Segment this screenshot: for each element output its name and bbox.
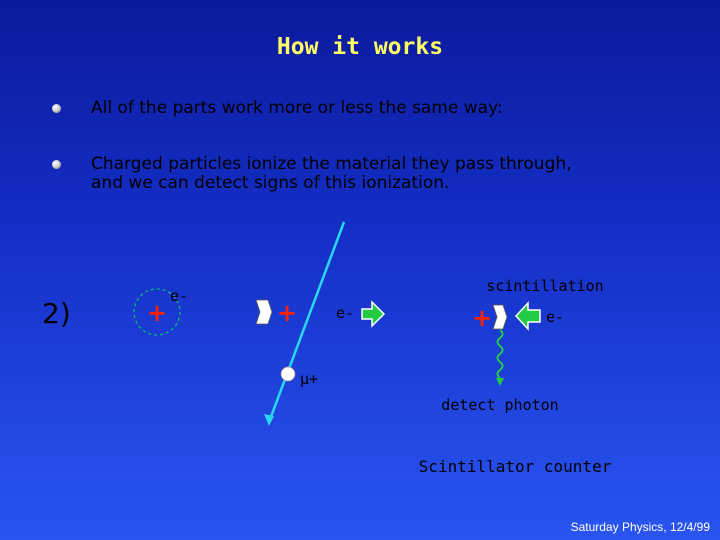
slide-footer: Saturday Physics, 12/4/99 [571,520,710,534]
neutral-atom: + e- [134,287,188,335]
free-electron-label: e- [336,304,354,322]
ion-plus: + [277,299,297,327]
muon-particle-icon [281,367,295,381]
track-arrowhead-icon [264,414,274,426]
electron-left-arrow-icon [516,303,540,329]
photon-arrowhead-icon [496,378,504,386]
scintillation-title: scintillation [486,277,603,295]
free-electron: e- [336,302,384,326]
scint-ion-arrow-icon [493,305,507,329]
atom-nucleus-plus: + [147,299,167,327]
ion-arrow-icon [256,300,272,324]
scintillation-event: scintillation + e- detect photon [441,277,603,414]
diagram-caption: Scintillator counter [419,457,612,476]
detect-photon-label: detect photon [441,396,558,414]
photon-wave [498,330,503,378]
muon-label: µ+ [300,370,318,388]
electron-right-arrow-icon [362,302,384,326]
scint-ion-plus: + [472,304,492,332]
scint-electron-label: e- [546,308,564,326]
ionized-atom: + [256,299,297,327]
atom-electron-label: e- [170,287,188,305]
